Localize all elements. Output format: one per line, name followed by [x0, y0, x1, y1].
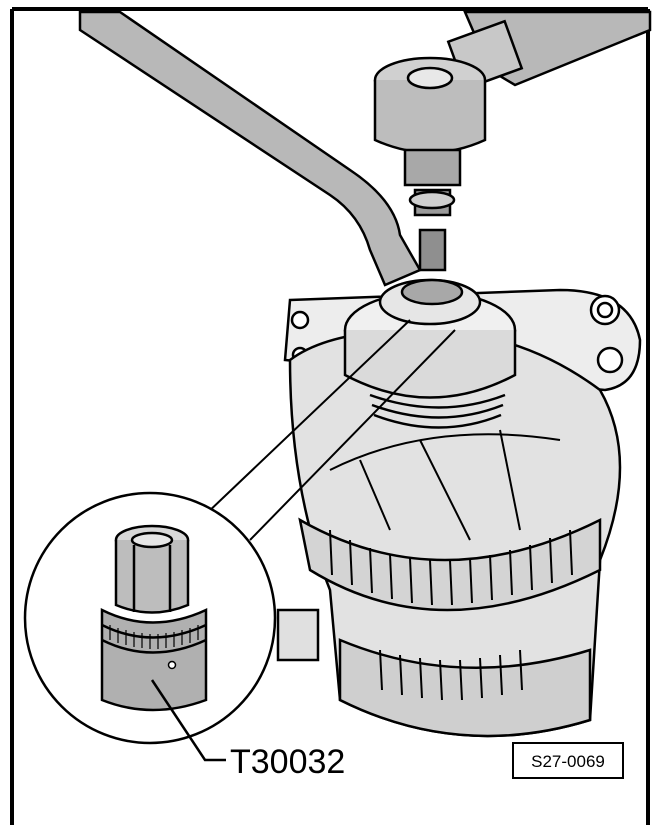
frame-border [10, 7, 650, 825]
callout-lines [204, 319, 456, 541]
alternator-body [276, 278, 642, 738]
socket-assembly [373, 56, 487, 272]
tool-label: T30032 [230, 743, 345, 781]
knurl-lines [109, 625, 199, 649]
detail-circle [23, 491, 277, 745]
tool-leader-line [150, 679, 226, 762]
figure-reference-box: S27-0069 [512, 742, 624, 779]
tool-t30032-drawing [100, 524, 208, 712]
figure-reference: S27-0069 [531, 752, 605, 771]
wrench-arm [78, 10, 652, 287]
cooling-fins [329, 429, 573, 701]
